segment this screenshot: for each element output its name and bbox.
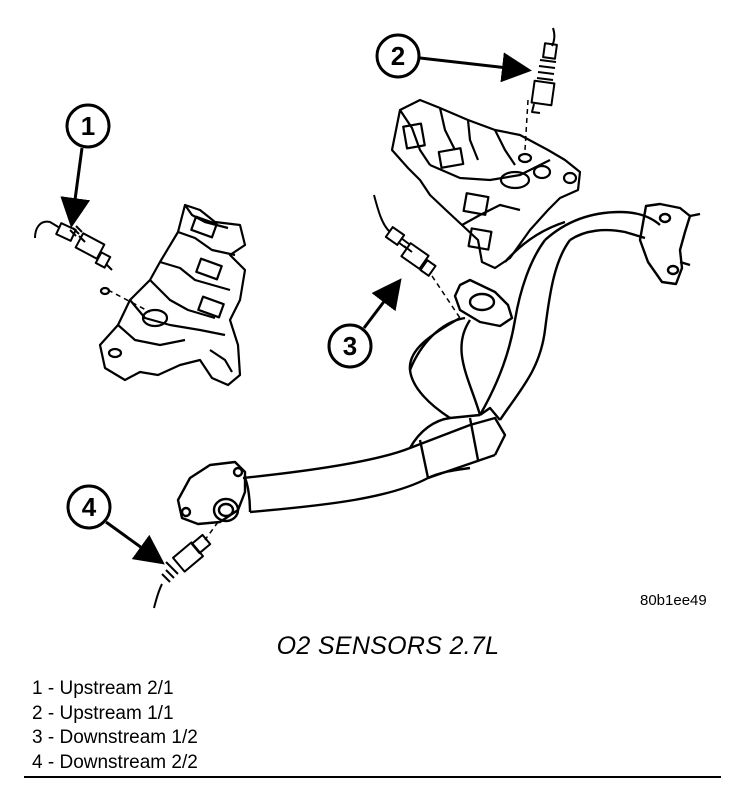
legend-item-text: Downstream 2/2 xyxy=(59,751,198,773)
callout-3: 3 xyxy=(327,278,402,369)
legend-item-number: 3 xyxy=(32,727,43,748)
legend-item-number: 2 xyxy=(32,702,43,724)
legend-item-separator: - xyxy=(47,751,55,773)
callout-4-label: 4 xyxy=(82,492,97,522)
sensor-1-upstream xyxy=(34,220,113,271)
legend-item: 3 - Downstream 1/2 xyxy=(32,726,198,751)
legend-list: 1 - Upstream 2/1 2 - Upstream 1/1 3 - Do… xyxy=(32,677,198,775)
legend-item-separator: - xyxy=(47,702,55,724)
sensor-3-downstream xyxy=(373,194,461,319)
left-exhaust-manifold xyxy=(98,203,247,387)
sensor-4-downstream xyxy=(153,521,219,609)
legend-item: 4 - Downstream 2/2 xyxy=(32,751,198,776)
legend-item: 2 - Upstream 1/1 xyxy=(32,702,198,727)
legend-item-number: 4 xyxy=(32,751,43,773)
legend-item-text: Upstream 1/1 xyxy=(59,702,174,724)
sensor-2-upstream xyxy=(530,27,558,114)
callout-1: 1 xyxy=(60,103,111,228)
bottom-divider xyxy=(24,776,721,778)
exhaust-y-pipe xyxy=(176,202,701,526)
legend-item-separator: - xyxy=(47,678,55,699)
right-exhaust-manifold xyxy=(390,98,582,270)
legend-item-number: 1 xyxy=(32,678,43,699)
callout-2: 2 xyxy=(375,33,532,83)
figure-title: O2 SENSORS 2.7L xyxy=(276,632,500,660)
figure-code: 80b1ee49 xyxy=(640,592,707,609)
legend-item: 1 - Upstream 2/1 xyxy=(32,677,198,702)
callout-3-label: 3 xyxy=(343,331,357,361)
callout-1-label: 1 xyxy=(81,111,95,141)
callout-2-label: 2 xyxy=(391,41,405,71)
legend-item-text: Downstream 1/2 xyxy=(59,727,198,748)
callout-4: 4 xyxy=(66,484,165,565)
legend-item-separator: - xyxy=(47,727,55,748)
legend-item-text: Upstream 2/1 xyxy=(59,678,174,699)
